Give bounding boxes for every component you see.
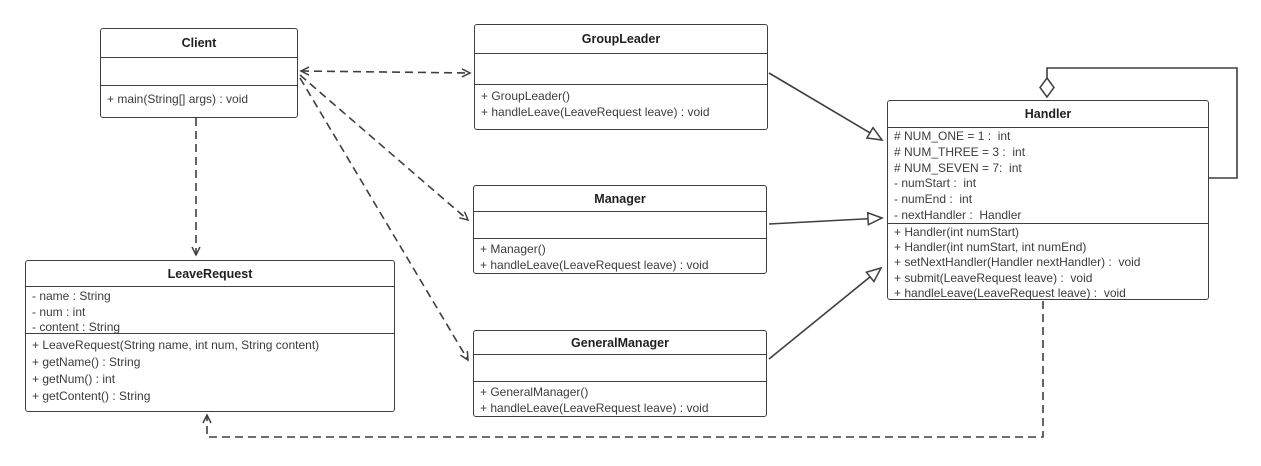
generalization-generalmanager-handler (768, 268, 881, 360)
method-line: + getNum() : int (32, 372, 116, 386)
class-leaverequest-attributes: - name : String - num : int - content : … (26, 287, 394, 334)
dependency-client-groupleader (299, 66, 472, 78)
class-manager-attributes (474, 212, 766, 239)
class-generalmanager-attributes (474, 355, 766, 382)
class-leaverequest: LeaveRequest - name : String - num : int… (25, 260, 395, 412)
method-line: + Handler(int numStart, int numEnd) (894, 240, 1087, 255)
class-manager-methods: + Manager() + handleLeave(LeaveRequest l… (474, 239, 766, 275)
method-line: + getContent() : String (32, 389, 151, 403)
method-line: + handleLeave(LeaveRequest leave) : void (894, 285, 1126, 300)
generalization-manager-handler (768, 218, 882, 224)
class-groupleader: GroupLeader + GroupLeader() + handleLeav… (474, 24, 768, 130)
attribute-line: # NUM_ONE = 1 : int (894, 129, 1011, 143)
class-manager-title: Manager (474, 186, 766, 212)
attribute-line: - numStart : int (894, 176, 977, 191)
dependency-handler-leaverequest (202, 301, 1044, 438)
class-leaverequest-methods: + LeaveRequest(String name, int num, Str… (26, 334, 394, 410)
class-handler-methods: + Handler(int numStart) + Handler(int nu… (888, 224, 1208, 301)
method-line: + handleLeave(LeaveRequest leave) : void (481, 105, 710, 119)
attribute-line: # NUM_SEVEN = 7: int (894, 160, 1022, 175)
class-generalmanager-title: GeneralManager (474, 331, 766, 355)
method-line: + GeneralManager() (480, 385, 589, 399)
class-handler-title: Handler (888, 101, 1208, 128)
class-generalmanager: GeneralManager + GeneralManager() + hand… (473, 330, 767, 417)
dependency-client-generalmanager (299, 77, 469, 362)
method-line: + LeaveRequest(String name, int num, Str… (32, 338, 320, 352)
class-groupleader-methods: + GroupLeader() + handleLeave(LeaveReque… (475, 85, 767, 131)
attribute-line: - content : String (32, 320, 121, 334)
method-line: + main(String[] args) : void (107, 92, 249, 106)
method-line: + handleLeave(LeaveRequest leave) : void (480, 401, 709, 415)
class-client-methods: + main(String[] args) : void (101, 86, 297, 119)
method-line: + GroupLeader() (481, 89, 571, 103)
class-handler: Handler # NUM_ONE = 1 : int # NUM_THREE … (887, 100, 1209, 300)
attribute-line: - nextHandler : Handler (894, 207, 1022, 222)
aggregation-diamond-icon (1039, 76, 1055, 99)
class-groupleader-title: GroupLeader (475, 25, 767, 54)
dependency-client-manager (299, 74, 470, 222)
attribute-line: - name : String (32, 289, 111, 303)
method-line: + submit(LeaveRequest leave) : void (894, 270, 1093, 285)
method-line: + getName() : String (32, 355, 141, 369)
generalization-groupleader-handler (768, 72, 882, 140)
class-manager: Manager + Manager() + handleLeave(LeaveR… (473, 185, 767, 274)
class-client: Client + main(String[] args) : void (100, 28, 298, 118)
attribute-line: # NUM_THREE = 3 : int (894, 144, 1026, 159)
method-line: + setNextHandler(Handler nextHandler) : … (894, 255, 1141, 270)
class-generalmanager-methods: + GeneralManager() + handleLeave(LeaveRe… (474, 382, 766, 418)
class-handler-attributes: # NUM_ONE = 1 : int # NUM_THREE = 3 : in… (888, 128, 1208, 224)
method-line: + Manager() (480, 242, 546, 256)
class-groupleader-attributes (475, 54, 767, 85)
attribute-line: - numEnd : int (894, 192, 973, 207)
attribute-line: - num : int (32, 304, 86, 319)
aggregation-handler-self-line (1046, 67, 1238, 179)
class-client-attributes (101, 58, 297, 86)
class-leaverequest-title: LeaveRequest (26, 261, 394, 287)
method-line: + Handler(int numStart) (894, 225, 1020, 239)
method-line: + handleLeave(LeaveRequest leave) : void (480, 258, 709, 272)
class-client-title: Client (101, 29, 297, 58)
